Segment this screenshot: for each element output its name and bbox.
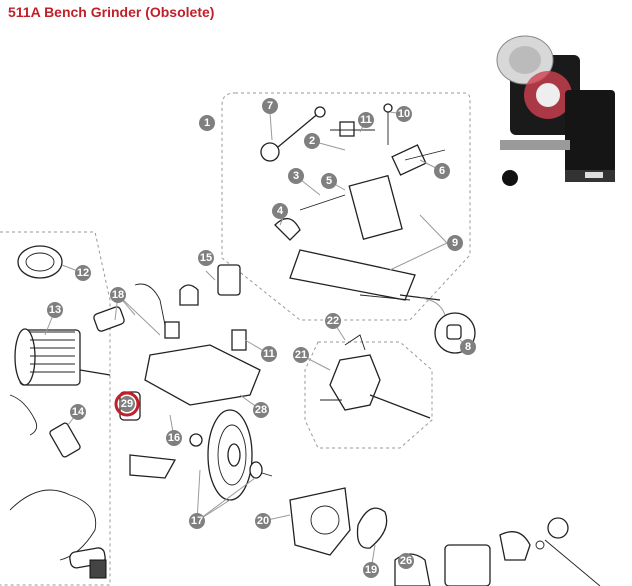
svg-text:6: 6	[439, 165, 445, 177]
callout-6: 6	[434, 163, 450, 179]
callout-4: 4	[272, 203, 288, 219]
product-photo	[496, 35, 615, 186]
lower-parts	[289, 487, 601, 586]
svg-text:4: 4	[277, 205, 284, 217]
grinding-wheel	[207, 409, 273, 501]
subassembly-outline-motor	[0, 231, 111, 586]
svg-text:2: 2	[309, 135, 315, 147]
callout-2: 2	[304, 133, 320, 149]
callout-10: 10	[396, 106, 412, 122]
svg-text:26: 26	[400, 555, 412, 567]
svg-text:1: 1	[204, 117, 210, 129]
callout-17: 17	[189, 513, 205, 529]
svg-text:7: 7	[267, 100, 273, 112]
subassembly-outline-holder	[304, 341, 433, 449]
svg-text:22: 22	[327, 315, 339, 327]
callout-11-middle: 11	[261, 346, 277, 362]
svg-text:16: 16	[168, 432, 180, 444]
svg-text:17: 17	[191, 515, 203, 527]
highlight-ring-29	[114, 391, 140, 417]
callout-16: 16	[166, 430, 182, 446]
motor-assembly-parts	[9, 245, 111, 579]
svg-text:21: 21	[295, 349, 307, 361]
svg-text:12: 12	[77, 267, 89, 279]
callout-19: 19	[363, 562, 379, 578]
callout-5: 5	[321, 173, 337, 189]
center-body-parts	[93, 264, 261, 479]
callout-3: 3	[288, 168, 304, 184]
svg-text:10: 10	[398, 108, 410, 120]
callout-1: 1	[199, 115, 215, 131]
svg-text:15: 15	[200, 252, 212, 264]
callout-11-top: 11	[358, 112, 374, 128]
callout-12: 12	[75, 265, 91, 281]
callout-20: 20	[255, 513, 271, 529]
svg-text:8: 8	[465, 341, 471, 353]
svg-text:28: 28	[255, 404, 267, 416]
callout-7: 7	[262, 98, 278, 114]
svg-text:13: 13	[49, 304, 61, 316]
callout-13: 13	[47, 302, 63, 318]
callout-28: 28	[253, 402, 269, 418]
svg-text:14: 14	[72, 406, 85, 418]
svg-text:9: 9	[452, 237, 458, 249]
holder-assembly-parts	[320, 334, 431, 419]
svg-text:11: 11	[263, 348, 275, 360]
page-title: 511A Bench Grinder (Obsolete)	[8, 4, 215, 20]
svg-text:20: 20	[257, 515, 269, 527]
callout-14: 14	[70, 404, 86, 420]
callout-21: 21	[293, 347, 309, 363]
callout-22: 22	[325, 313, 341, 329]
leader-lines	[44, 111, 469, 571]
svg-text:3: 3	[293, 170, 299, 182]
callout-26: 26	[398, 553, 414, 569]
callout-9: 9	[447, 235, 463, 251]
callout-29: 29	[119, 396, 135, 412]
callouts: 1 2 3 4 5 6 7 8 9 10 11 11 12 13 14 15 1…	[47, 98, 476, 578]
callout-8: 8	[460, 339, 476, 355]
svg-text:11: 11	[360, 114, 372, 126]
callout-15: 15	[198, 250, 214, 266]
callout-18: 18	[110, 287, 126, 303]
upper-assembly-parts	[260, 103, 446, 301]
svg-text:18: 18	[112, 289, 124, 301]
svg-text:19: 19	[365, 564, 377, 576]
subassembly-outline-upper	[221, 92, 471, 321]
svg-text:29: 29	[121, 398, 133, 410]
svg-text:5: 5	[326, 175, 332, 187]
